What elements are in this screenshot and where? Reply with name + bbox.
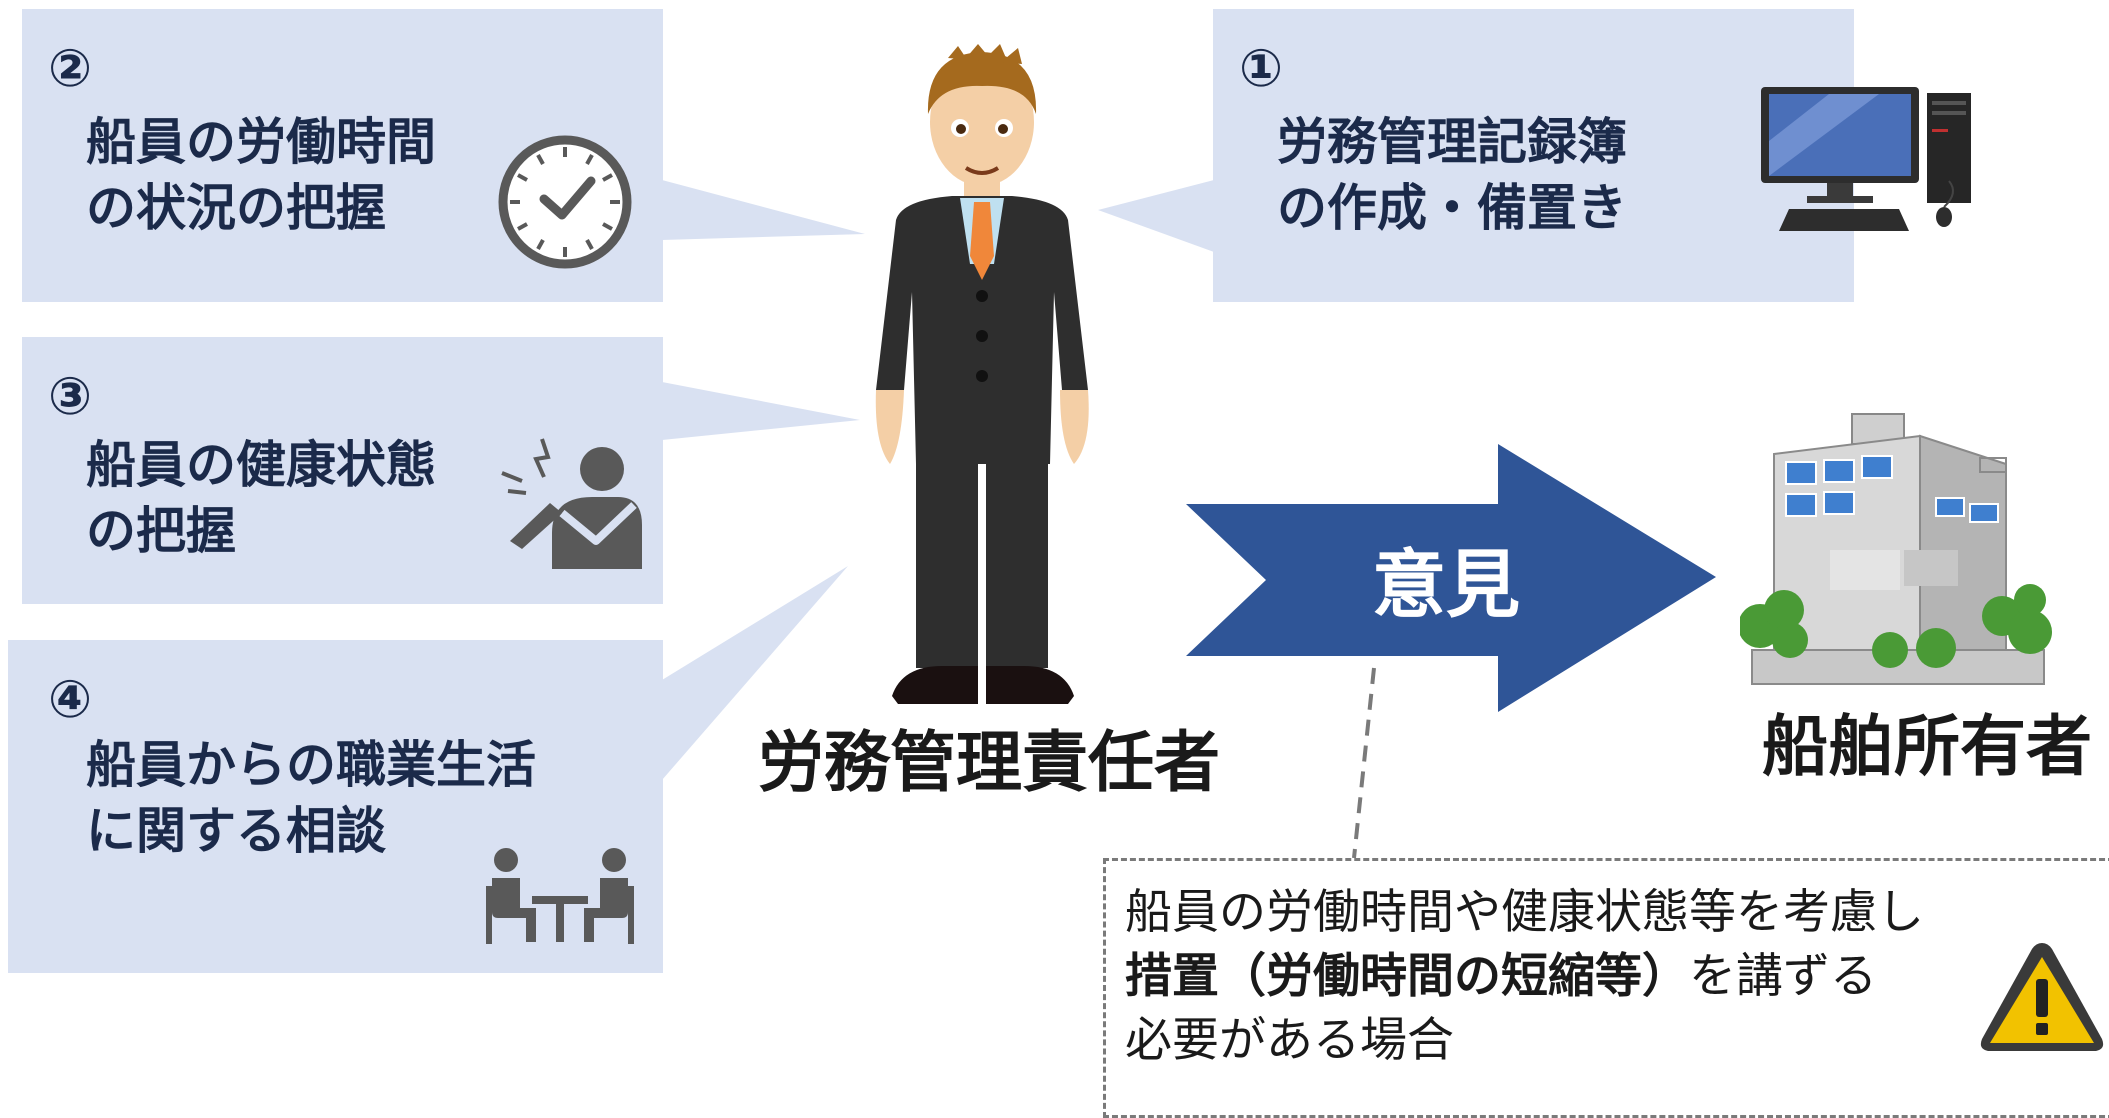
tail-box-3 xyxy=(662,382,860,440)
task-text-line2: の作成・備置き xyxy=(1277,179,1627,237)
note-text: 船員の労働時間や健康状態等を考慮し 措置（労働時間の短縮等）を講ずる 必要がある… xyxy=(1125,881,1924,1073)
tail-box-2 xyxy=(662,180,865,240)
task-text-line1: 船員の健康状態 xyxy=(86,436,436,494)
manager-figure xyxy=(875,44,1089,704)
task-box-3: ③ 船員の健康状態 の把握 xyxy=(22,337,663,604)
task-text-line2: の状況の把握 xyxy=(86,179,386,237)
task-text: 船員の健康状態 の把握 xyxy=(86,432,436,564)
task-box-1: ① 労務管理記録簿 の作成・備置き xyxy=(1213,9,1971,302)
condition-note: 船員の労働時間や健康状態等を考慮し 措置（労働時間の短縮等）を講ずる 必要がある… xyxy=(1103,858,2109,1118)
owner-label: 船舶所有者 xyxy=(1762,708,2092,785)
computer-icon xyxy=(1761,87,1971,231)
task-text-line1: 船員の労働時間 xyxy=(86,113,436,171)
speech-bubble-tails xyxy=(662,180,1376,859)
opinion-arrow xyxy=(1186,444,1716,712)
note-line2: 措置（労働時間の短縮等）を講ずる xyxy=(1125,945,1924,1009)
warning-icon xyxy=(1980,943,2104,1051)
task-text-line2: に関する相談 xyxy=(86,802,386,860)
task-text-line2: の把握 xyxy=(86,502,236,560)
task-number: ④ xyxy=(48,670,93,730)
opinion-label: 意見 xyxy=(1372,542,1520,628)
task-text-line1: 船員からの職業生活 xyxy=(86,736,536,794)
building-icon xyxy=(1740,413,2052,685)
note-line2-bold: 措置（労働時間の短縮等） xyxy=(1125,949,1689,1004)
task-number: ② xyxy=(48,39,93,99)
note-connector xyxy=(1352,667,1376,859)
task-text: 労務管理記録簿 の作成・備置き xyxy=(1277,109,1627,241)
note-line3: 必要がある場合 xyxy=(1125,1013,1454,1068)
task-box-4: ④ 船員からの職業生活 に関する相談 xyxy=(8,640,663,973)
tail-box-4 xyxy=(662,566,848,780)
tail-box-1 xyxy=(1098,180,1214,252)
clock-icon xyxy=(498,135,632,269)
note-line2-rest: を講ずる xyxy=(1689,949,1877,1004)
task-text: 船員の労働時間 の状況の把握 xyxy=(86,109,436,241)
task-number: ③ xyxy=(48,367,93,427)
task-number: ① xyxy=(1239,39,1284,99)
manager-label: 労務管理責任者 xyxy=(758,724,1220,801)
injured-person-icon xyxy=(501,438,642,569)
task-text: 船員からの職業生活 に関する相談 xyxy=(86,732,536,864)
note-line1: 船員の労働時間や健康状態等を考慮し xyxy=(1125,885,1924,940)
task-text-line1: 労務管理記録簿 xyxy=(1277,113,1627,171)
task-box-2: ② 船員の労働時間 の状況の把握 xyxy=(22,9,663,302)
consultation-icon xyxy=(486,848,634,944)
